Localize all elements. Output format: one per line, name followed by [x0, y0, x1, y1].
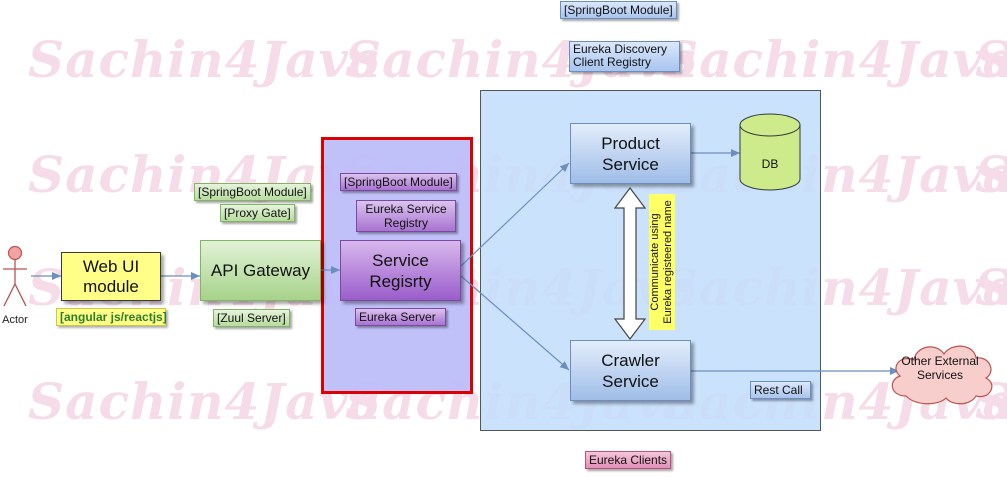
cloud-icon — [891, 345, 993, 405]
bidirectional-arrow-icon — [613, 187, 647, 340]
db-cylinder-icon — [739, 113, 801, 191]
registry-to-crawler-connector — [460, 275, 570, 371]
gateway-proxy-tag: [Proxy Gate] — [220, 204, 295, 222]
watermark-text: Sachin4Java — [975, 145, 1007, 204]
web-ui-module-node[interactable]: Web UI module — [61, 252, 161, 301]
actor-icon — [3, 245, 27, 307]
product-service-node[interactable]: Product Service — [570, 123, 691, 184]
registry-to-product-connector — [460, 162, 570, 267]
web-ui-tech-tag: [angular js/reactjs] — [56, 308, 167, 326]
db-label: DB — [761, 157, 779, 171]
external-services-label: Other External Services — [901, 354, 979, 382]
registry-server-tag: Eureka Server — [355, 308, 446, 326]
crawler-service-node[interactable]: Crawler Service — [570, 340, 691, 401]
watermark-text: Sachin4Java — [975, 30, 1007, 89]
watermark-text: Sachin4Java — [975, 258, 1007, 317]
watermark-text: Sachin4Java — [28, 30, 382, 89]
registry-eureka-tag: Eureka Service Registry — [356, 200, 456, 232]
watermark-text: Sachin4Java — [662, 30, 1007, 89]
eureka-clients-tag: Eureka Clients — [585, 451, 672, 469]
communicate-label: Communicate using Eureka registeered nam… — [649, 194, 675, 330]
registry-springboot-tag: [SpringBoot Module] — [340, 173, 457, 191]
service-registry-node[interactable]: Service Regisrty — [340, 240, 461, 301]
gateway-springboot-tag: [SpringBoot Module] — [194, 183, 311, 201]
legend-springboot-tag: [SpringBoot Module] — [560, 1, 677, 19]
gateway-zuul-tag: [Zuul Server] — [213, 309, 290, 327]
actor-label: Actor — [2, 314, 28, 326]
rest-call-tag: Rest Call — [750, 381, 811, 399]
api-gateway-node[interactable]: API Gateway — [200, 240, 321, 301]
legend-discovery-tag: Eureka Discovery Client Registry — [569, 41, 680, 72]
